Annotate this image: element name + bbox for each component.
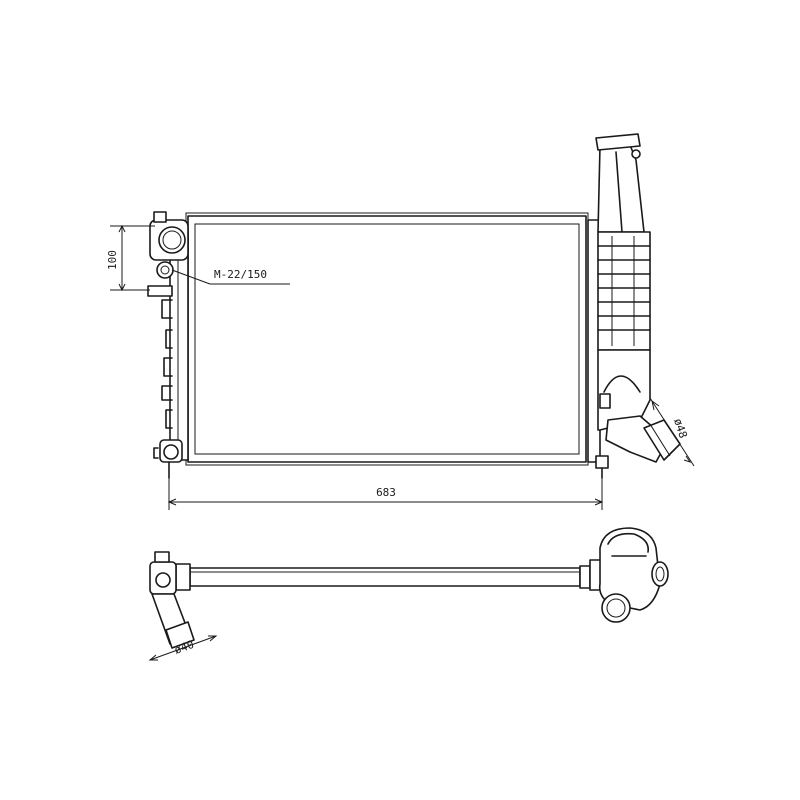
dim-width-label: 683 [376, 486, 396, 499]
dimension-width-683: 683 [167, 478, 604, 510]
tank-ribs [597, 236, 651, 346]
dimension-height-100: 100 [106, 224, 155, 292]
dim-height-label: 100 [106, 250, 119, 270]
dimension-inlet-diameter: ø48 [649, 397, 695, 467]
right-end-fitting [579, 527, 669, 623]
right-expansion-tank [587, 133, 651, 479]
drain-plug-m22 [156, 261, 174, 279]
lower-outlet-port [153, 439, 183, 463]
dim-inlet-label: ø48 [671, 417, 690, 440]
radiator-front-view [147, 133, 681, 479]
leader-m22: M-22/150 [171, 268, 290, 285]
dim-outlet-label: ø40 [173, 638, 196, 657]
thread-spec-label: M-22/150 [214, 268, 267, 281]
upper-inlet-port [149, 211, 189, 261]
dimension-outlet-diameter: ø40 [148, 635, 218, 661]
inlet-pipe-48 [605, 415, 681, 463]
radiator-core [185, 212, 589, 466]
radiator-bottom-view [149, 527, 669, 649]
mounting-bracket-left [147, 285, 173, 297]
left-end-fitting [149, 551, 195, 649]
core-bar [189, 567, 581, 587]
